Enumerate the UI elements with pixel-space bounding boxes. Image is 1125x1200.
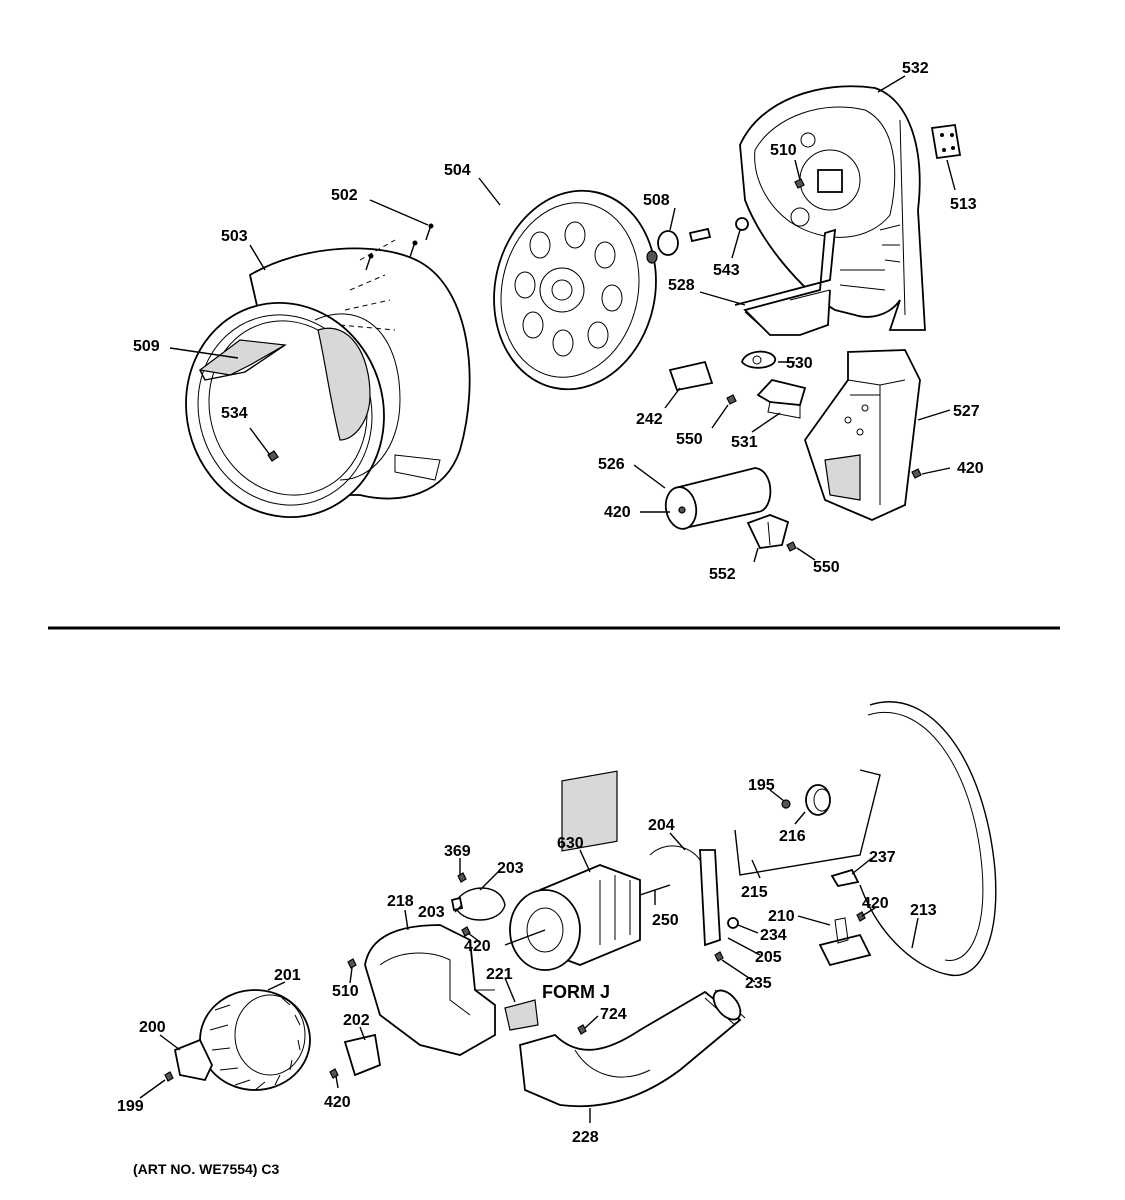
motor-mount-204-part bbox=[649, 845, 721, 947]
callout-630: 630 bbox=[557, 835, 584, 852]
callout-201: 201 bbox=[274, 967, 301, 984]
rear-bulkhead-part bbox=[739, 85, 926, 331]
plate-202-part bbox=[343, 1033, 382, 1077]
callout-199: 199 bbox=[117, 1098, 144, 1115]
idler-arm-215-part bbox=[734, 769, 881, 876]
duct-228-part bbox=[519, 989, 746, 1108]
screw-550-top bbox=[726, 394, 737, 405]
callout-532: 532 bbox=[902, 60, 929, 77]
callout-526: 526 bbox=[598, 456, 625, 473]
callout-420-motor: 420 bbox=[464, 938, 491, 955]
screw-235 bbox=[714, 951, 724, 962]
callout-724: 724 bbox=[600, 1006, 627, 1023]
callout-221: 221 bbox=[486, 966, 513, 983]
washer-234 bbox=[727, 917, 739, 929]
screw-534 bbox=[267, 450, 279, 462]
screw-420-plate bbox=[329, 1068, 339, 1079]
screw-420-motor bbox=[461, 926, 471, 937]
callout-550-top: 550 bbox=[676, 431, 703, 448]
top-callouts: 532 513 510 504 502 508 543 503 528 509 … bbox=[133, 60, 984, 583]
callout-420-plate: 420 bbox=[324, 1094, 351, 1111]
callout-531: 531 bbox=[731, 434, 758, 451]
callout-369: 369 bbox=[444, 843, 471, 860]
label-242-part bbox=[668, 360, 714, 392]
drum-back-part bbox=[493, 189, 657, 391]
screw-369 bbox=[457, 872, 467, 883]
belt-213-inner bbox=[867, 711, 984, 961]
bracket-200-part bbox=[173, 1038, 213, 1082]
callout-503: 503 bbox=[221, 228, 248, 245]
callout-510: 510 bbox=[770, 142, 797, 159]
bearing-part bbox=[646, 217, 749, 264]
callout-420-switch: 420 bbox=[862, 895, 889, 912]
drum-part bbox=[185, 239, 471, 518]
callout-508: 508 bbox=[643, 192, 670, 209]
grommet-530-part bbox=[741, 350, 776, 369]
heater-housing-527-part bbox=[804, 349, 921, 521]
art-number: (ART NO. WE7554) C3 bbox=[133, 1161, 279, 1177]
belt-213-part bbox=[859, 701, 997, 977]
callout-218: 218 bbox=[387, 893, 414, 910]
callout-235: 235 bbox=[745, 975, 772, 992]
switch-210-part bbox=[818, 917, 872, 967]
bracket-221-part bbox=[504, 999, 539, 1031]
callout-200: 200 bbox=[139, 1019, 166, 1036]
callout-552: 552 bbox=[709, 566, 736, 583]
motor-630-part bbox=[504, 770, 671, 971]
baffle-part bbox=[198, 339, 287, 381]
callout-237: 237 bbox=[869, 849, 896, 866]
clip-237-part bbox=[830, 868, 860, 888]
callout-530: 530 bbox=[786, 355, 813, 372]
leader-lines bbox=[139, 75, 956, 1123]
callout-228: 228 bbox=[572, 1129, 599, 1146]
callout-504: 504 bbox=[444, 162, 471, 179]
callout-534: 534 bbox=[221, 405, 248, 422]
screw-724 bbox=[577, 1024, 587, 1035]
screw-510-bottom bbox=[347, 958, 357, 969]
impeller-201-part bbox=[199, 989, 311, 1091]
callout-242: 242 bbox=[636, 411, 663, 428]
callout-210: 210 bbox=[768, 908, 795, 925]
support-528-part bbox=[734, 228, 837, 336]
callout-510-bottom: 510 bbox=[332, 983, 359, 1000]
screw-550-bottom bbox=[786, 541, 797, 552]
callout-420-cap: 420 bbox=[604, 504, 631, 521]
screw-420-switch bbox=[856, 911, 866, 922]
clamp-203-part bbox=[450, 887, 506, 921]
callout-204: 204 bbox=[648, 817, 675, 834]
idler-pulley-216-part bbox=[805, 784, 831, 816]
callout-250: 250 bbox=[652, 912, 679, 929]
mount-552-part bbox=[746, 514, 790, 549]
screw-420-right bbox=[911, 468, 922, 479]
callout-502: 502 bbox=[331, 187, 358, 204]
nut-195 bbox=[781, 799, 791, 809]
callout-513: 513 bbox=[950, 196, 977, 213]
callout-234: 234 bbox=[760, 927, 787, 944]
callout-215: 215 bbox=[741, 884, 768, 901]
callout-203-left: 203 bbox=[418, 904, 445, 921]
blower-housing-218-part bbox=[364, 924, 496, 1056]
callout-543: 543 bbox=[713, 262, 740, 279]
callout-527: 527 bbox=[953, 403, 980, 420]
screw-199 bbox=[164, 1071, 174, 1082]
callout-203-top: 203 bbox=[497, 860, 524, 877]
bracket-513-part bbox=[930, 123, 962, 160]
callout-216: 216 bbox=[779, 828, 806, 845]
capacitor-526-part bbox=[664, 467, 772, 530]
bottom-callouts: 195 216 204 630 237 369 203 215 420 210 … bbox=[117, 777, 937, 1146]
callout-509: 509 bbox=[133, 338, 160, 355]
screws-502 bbox=[365, 223, 434, 271]
screw-510-top bbox=[794, 178, 805, 189]
clip-531-part bbox=[756, 379, 807, 419]
callout-202: 202 bbox=[343, 1012, 370, 1029]
callout-420-right: 420 bbox=[957, 460, 984, 477]
callout-195: 195 bbox=[748, 777, 775, 794]
callout-528: 528 bbox=[668, 277, 695, 294]
callout-205: 205 bbox=[755, 949, 782, 966]
form-label: FORM J bbox=[542, 982, 610, 1002]
callout-550-bottom: 550 bbox=[813, 559, 840, 576]
callout-213: 213 bbox=[910, 902, 937, 919]
